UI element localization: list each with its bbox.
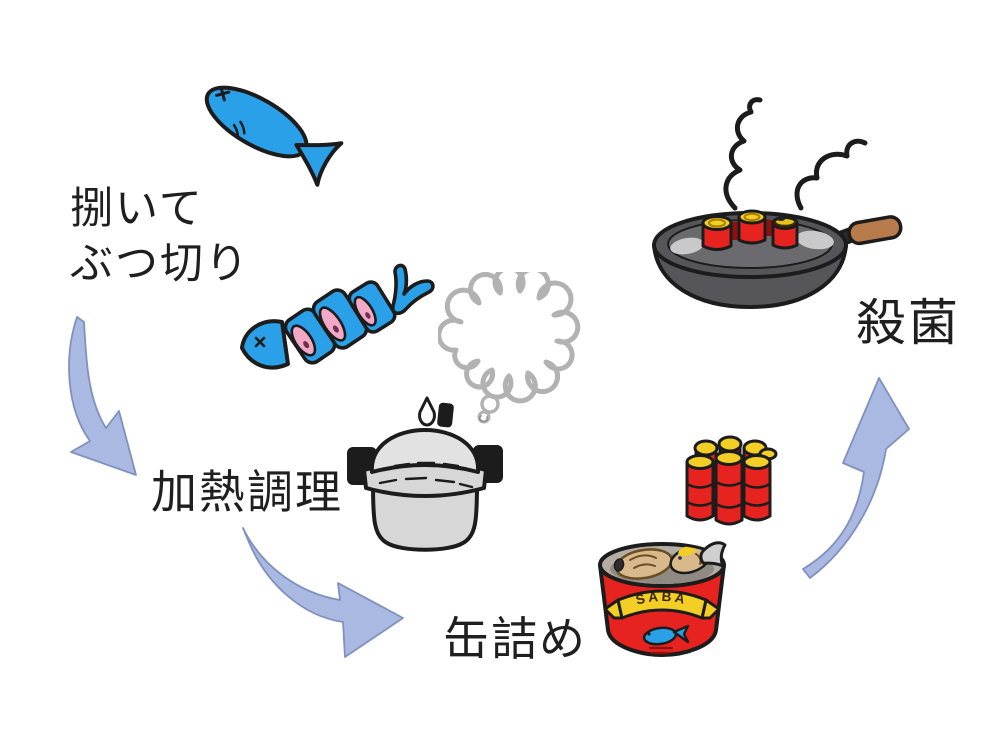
meat-hole	[613, 558, 625, 572]
cooker-lid-dome	[369, 428, 481, 474]
saba-can-icon: SABA	[598, 541, 727, 657]
arrow-canning-to-sterilization	[802, 377, 910, 579]
chunk-col-3	[742, 454, 772, 522]
cut-fish-tail	[390, 263, 435, 316]
cloud-outline	[438, 272, 581, 404]
cut-fish-head	[240, 319, 290, 370]
pressure-cooker-icon	[347, 396, 503, 552]
fish-eye-x	[215, 86, 231, 102]
fish-cut-icon	[240, 263, 435, 370]
fish-whole-icon	[204, 85, 344, 187]
water-patch-left	[670, 237, 704, 255]
step-label-cut-line2: ぶつ切り	[70, 240, 250, 288]
cut-fish-head-eye	[254, 336, 266, 348]
cooker-valve-white	[418, 396, 436, 427]
can-label-fineprint	[648, 646, 674, 655]
arrow-cut-to-cooking	[68, 316, 137, 476]
can-label-fish	[642, 624, 690, 646]
cooker-body	[371, 482, 479, 552]
cans-in-pan	[701, 209, 799, 251]
arrow-cooking-to-canning	[242, 527, 404, 658]
can-banner	[603, 589, 721, 620]
can-contents	[610, 545, 714, 584]
pan-handle	[833, 215, 903, 248]
cooker-valve-black	[437, 402, 454, 428]
chunk-col-1	[685, 454, 715, 522]
step-label-cut: 捌いて ぶつ切り	[70, 182, 250, 292]
lid-texture-dashes	[378, 461, 474, 489]
steam-line-left	[723, 97, 763, 211]
meat-tail-fin	[699, 541, 727, 568]
step-label-heat-cooking: 加熱調理	[151, 466, 343, 518]
fish-chunk-3	[347, 280, 397, 334]
fish-tail	[294, 141, 344, 187]
steam-cloud-icon	[438, 272, 581, 424]
step-label-sterilization: 殺菌	[856, 295, 960, 351]
sterilizing-pan-icon	[652, 97, 903, 309]
water-patch-right	[796, 230, 834, 250]
steam-line-right	[794, 138, 868, 211]
steam-bubble-scribble	[478, 415, 489, 423]
chunk-col-2	[714, 450, 744, 526]
fish-gill-marks	[232, 120, 246, 138]
step-label-cut-line1: 捌いて	[70, 185, 204, 233]
step-label-canning: 缶詰め	[443, 613, 587, 665]
fish-chunk-2	[311, 288, 369, 350]
fish-chunk-stack-icon	[685, 435, 778, 526]
